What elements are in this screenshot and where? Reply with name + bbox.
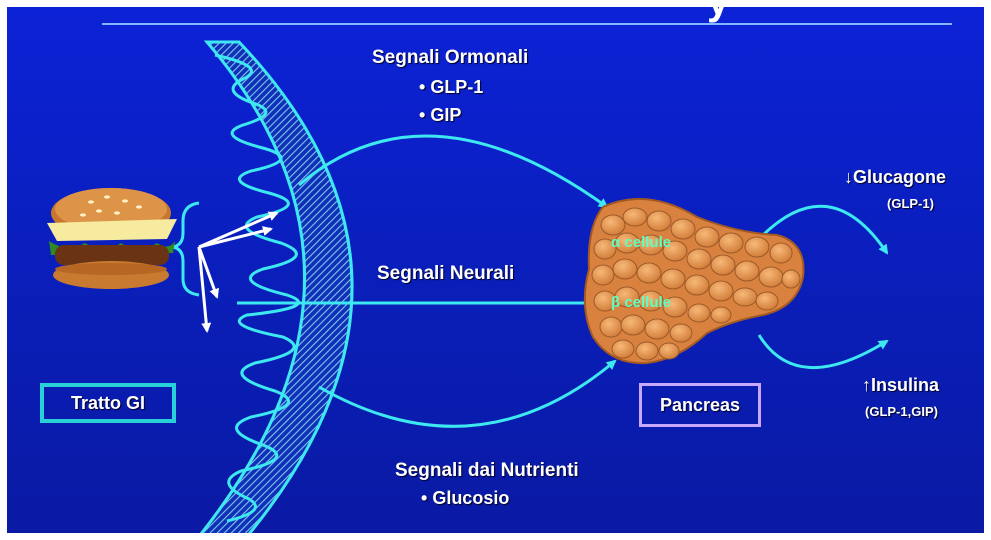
hormonal-signals-heading: Segnali Ormonali	[372, 47, 528, 69]
beta-cell-label: β cellule	[611, 294, 671, 311]
bullet-mark: •	[421, 488, 432, 508]
insulin-effect-arrow	[759, 335, 887, 368]
neural-signals-heading: Segnali Neurali	[377, 263, 514, 285]
hamburger-icon	[47, 188, 177, 289]
gi-tract-box: Tratto GI	[40, 383, 176, 423]
slide-panel: y	[7, 7, 984, 533]
insulin-label: ↑Insulina	[862, 375, 939, 396]
hormonal-signal-arrow	[299, 136, 607, 207]
up-arrow-icon: ↑	[862, 375, 871, 395]
gi-brace	[173, 203, 199, 295]
nutrient-item: • Glucosio	[421, 488, 509, 509]
pancreas-box: Pancreas	[639, 383, 761, 427]
hormonal-item: • GLP-1	[419, 77, 483, 98]
insulin-note: (GLP-1,GIP)	[865, 404, 938, 419]
nutrient-signal-arrow	[319, 361, 615, 426]
bullet-mark: •	[419, 77, 430, 97]
nutrient-signals-heading: Segnali dai Nutrienti	[395, 460, 579, 482]
alpha-cell-label: α cellule	[611, 234, 671, 251]
bullet-mark: •	[419, 105, 430, 125]
glucagon-note: (GLP-1)	[887, 196, 934, 211]
down-arrow-icon: ↓	[844, 167, 853, 187]
hormonal-item: • GIP	[419, 105, 461, 126]
glucagon-label: ↓Glucagone	[844, 167, 946, 188]
pancreas-icon	[585, 199, 804, 363]
